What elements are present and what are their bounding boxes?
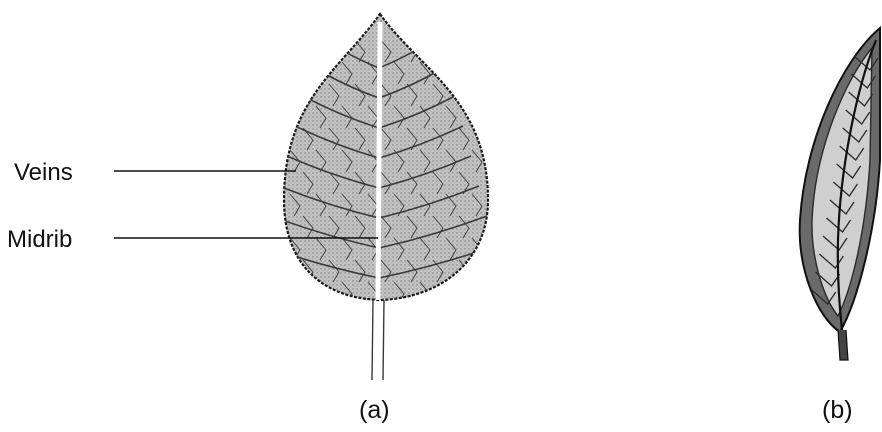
- leaf-a-reticulate-vein: [472, 106, 482, 128]
- leaf-a-reticulate-vein: [485, 84, 495, 106]
- veins-label: Veins: [14, 159, 73, 186]
- leaf-a-reticulate-vein: [290, 282, 300, 304]
- leaf-a-reticulate-vein: [485, 260, 495, 282]
- leaf-a-reticulate-vein: [303, 40, 313, 62]
- leaf-a-reticulate-vein: [459, 84, 469, 106]
- narrow-leaf-b: [800, 28, 880, 360]
- leaf-a-reticulate-vein: [290, 62, 300, 84]
- caption-b: (b): [822, 396, 853, 424]
- leaf-b-petiole: [838, 330, 848, 360]
- leaf-a-reticulate-vein: [446, 282, 456, 304]
- broad-leaf-a: [255, 14, 503, 380]
- midrib-label: Midrib: [7, 226, 72, 253]
- leaf-a-reticulate-vein: [433, 40, 443, 62]
- leaf-a-reticulate-vein: [472, 62, 482, 84]
- leaf-a-petiole: [372, 300, 384, 380]
- leaf-a-reticulate-vein: [472, 282, 482, 304]
- caption-a: (a): [359, 396, 390, 424]
- leaf-a-reticulate-vein: [485, 128, 495, 150]
- leaf-a-reticulate-vein: [485, 40, 495, 62]
- leaf-a-reticulate-vein: [329, 40, 339, 62]
- leaf-a-midrib: [378, 22, 380, 300]
- leaf-a-blade: [284, 14, 488, 300]
- leaf-a-reticulate-vein: [316, 282, 326, 304]
- leaf-a-reticulate-vein: [446, 62, 456, 84]
- leaf-a-reticulate-vein: [459, 40, 469, 62]
